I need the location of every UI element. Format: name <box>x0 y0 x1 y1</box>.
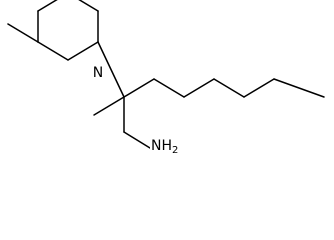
bond-ring-methyl <box>7 23 39 43</box>
molecule-structure: N NH2 <box>7 0 325 153</box>
nitrogen-atom-label: N <box>93 65 103 81</box>
bond-ring-c2-c3 <box>37 41 69 61</box>
amine-label-bg <box>150 138 182 152</box>
amine-atom-label: NH2 <box>151 138 178 153</box>
bond-ch2-nh2 <box>123 131 151 149</box>
bond-ring-n-c2 <box>67 41 99 61</box>
amine-subscript: 2 <box>172 145 178 153</box>
amine-main-label: NH <box>151 138 172 153</box>
bond-chain-2 <box>153 78 185 98</box>
bond-chain-5 <box>243 78 275 98</box>
bond-chain-3 <box>183 78 215 98</box>
bond-chain-6 <box>273 78 325 98</box>
bond-quaternary-methyl <box>93 96 125 116</box>
bond-ring-c4-c5 <box>37 0 58 12</box>
bond-chain-4 <box>213 78 245 98</box>
bond-chain-1 <box>123 78 155 98</box>
nitrogen-label-bg <box>91 64 105 80</box>
bond-ring-c5-c6 <box>78 0 99 12</box>
bond-n-quaternary-c <box>97 41 125 98</box>
